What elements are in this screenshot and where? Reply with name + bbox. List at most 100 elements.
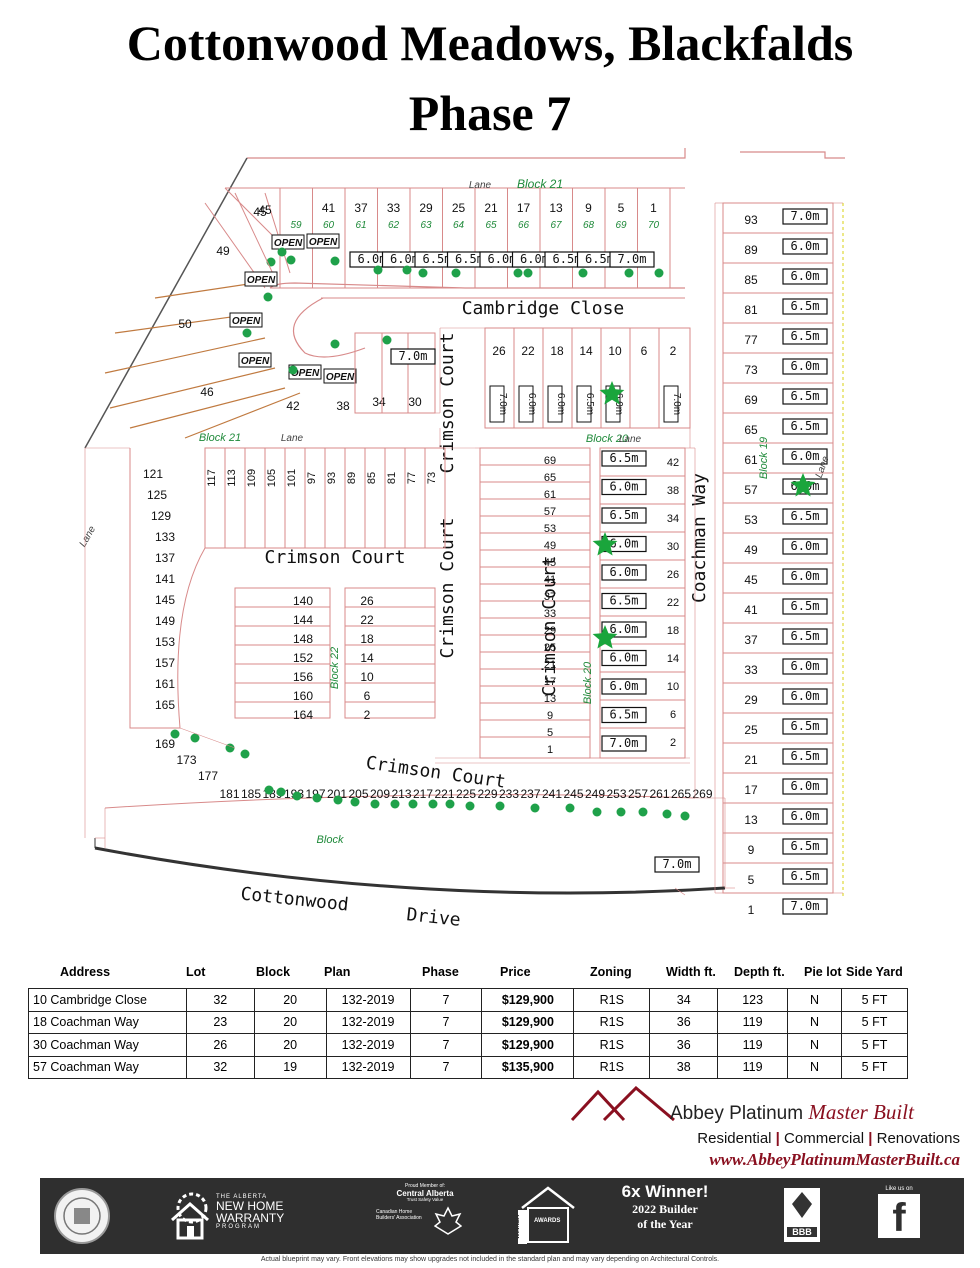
column-header: Block [256,965,291,979]
lot-width-label: 6.0m [791,449,820,463]
table-cell: 7 [409,1010,483,1034]
table-cell: N [787,1033,843,1057]
available-lot-marker [465,801,475,811]
lot-width-box [782,358,828,375]
available-lot-marker [286,255,296,265]
open-lot-box [306,233,340,249]
boundary-line [740,151,845,159]
lot-number: 217 [413,787,433,801]
lot-number: 17 [744,783,758,797]
lot-width-box [782,568,828,585]
table-cell: 57 Coachman Way [28,1055,187,1079]
lot-green-number: 69 [615,220,627,231]
lot-number: 6 [670,709,676,721]
service-separator: | [868,1130,873,1147]
lot-width-box [782,778,828,795]
lot-green-number: 63 [420,220,432,231]
lot-width-box [601,735,647,752]
lot-number: 185 [241,787,261,801]
lot-width-label: 6.5m [791,719,820,733]
available-lot-marker [263,292,273,302]
available-lot-marker [654,268,664,278]
lot-number: 221 [434,787,454,801]
lot-number: 160 [293,689,313,703]
lot-number: 14 [360,651,374,665]
lot-number: 140 [293,594,313,608]
lot-number: 29 [744,693,758,707]
lot-number: 34 [667,513,679,525]
open-lot-label: OPEN [247,275,276,286]
street-label: Crimson Court [437,518,458,659]
column-header: Phase [422,965,459,979]
table-cell: R1S [573,1033,651,1057]
lot-width-label: 7.0m [610,736,639,750]
street-label: Cambridge Close [462,298,625,319]
builder-of-year-text: 6x Winner! 2022 Builder of the Year [600,1182,730,1242]
facebook-link[interactable]: Like us on f [876,1186,922,1246]
lot-width-label: 6.5m [584,393,595,415]
block-label: Block 21 [199,432,241,444]
lot-number: 13 [549,201,563,215]
service-separator: | [775,1130,780,1147]
lot-number: 269 [692,787,712,801]
lot-number: 6 [364,689,371,703]
lot-width-label: 6.0m [358,252,387,266]
open-lot-label: OPEN [241,356,270,367]
featured-lot-star [592,532,618,556]
available-lot-marker [382,335,392,345]
lot-number: 29 [419,201,433,215]
lot-width-box [609,251,655,268]
table-cell: 26 [185,1033,255,1057]
open-lot-label: OPEN [326,372,355,383]
lot-number: 49 [544,540,556,552]
brand-name: Abbey Platinum Master Built [670,1100,914,1125]
lot-width-box [390,348,436,365]
available-lot-marker [277,247,287,257]
lot-number: 145 [155,593,175,607]
lot-width-label: 6.0m [791,269,820,283]
lot-number: 25 [544,642,556,654]
table-cell: 23 [185,1010,255,1034]
table-cell: 5 FT [841,988,908,1012]
table-cell: $129,900 [481,1010,575,1034]
open-lot-box [323,368,357,384]
brand-website-link[interactable]: www.AbbeyPlatinumMasterBuilt.ca [709,1150,960,1169]
house-gear-icon [171,1192,209,1240]
lot-number: 209 [370,787,390,801]
lot-width-box [782,658,828,675]
table-cell: 132-2019 [325,1055,411,1079]
lot-width-label: 6.0m [555,393,566,415]
lot-number: 33 [387,201,401,215]
award-house-icon [518,1186,575,1244]
lot-number: 141 [155,572,175,586]
lot-number: 117 [206,469,218,487]
lot-number: 125 [147,488,167,502]
lot-block-outline [344,587,436,719]
chba-region: Central Alberta [396,1188,454,1198]
block-label: Block 20 [586,433,629,445]
lot-number: 65 [744,423,758,437]
lot-number: 6 [641,344,648,358]
lot-number: 161 [155,677,175,691]
available-lot-marker [190,733,200,743]
lot-number: 29 [544,625,556,637]
lot-width-box [782,628,828,645]
lot-line [264,192,291,274]
table-cell: 7 [409,988,483,1012]
lot-number: 169 [155,737,175,751]
available-lot-marker [370,799,380,809]
lot-block-outline [354,332,436,414]
lot-width-label: 6.5m [585,252,614,266]
lot-number: 57 [544,506,556,518]
lot-number: 2 [670,344,677,358]
street-label: Drive [406,904,462,931]
lot-width-label: 6.0m [610,480,639,494]
table-cell: 132-2019 [325,1010,411,1034]
lot-width-box [782,298,828,315]
lot-width-box [782,268,828,285]
lot-width-box [782,748,828,765]
warranty-program-logo: THE ALBERTA NEW HOME WARRANTY PROGRAM [216,1194,296,1254]
lot-number: 5 [547,727,553,739]
lot-width-label: 6.0m [613,393,624,415]
